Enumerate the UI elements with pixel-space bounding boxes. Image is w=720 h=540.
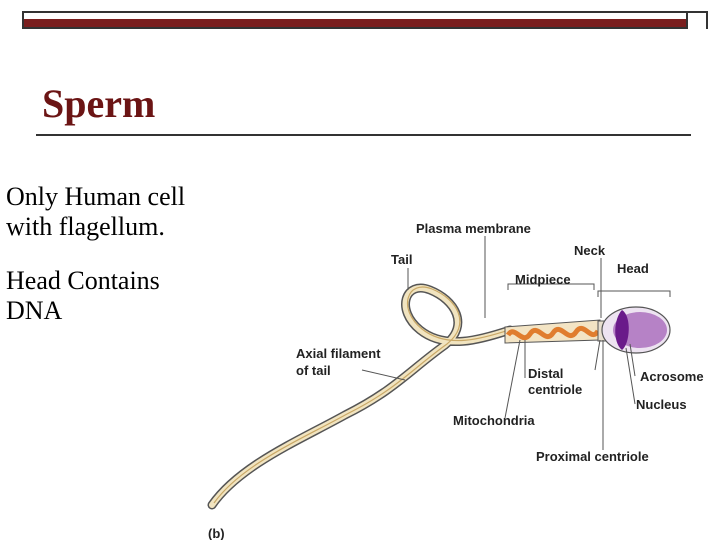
title-underline xyxy=(36,134,691,136)
leader-lines xyxy=(361,236,671,450)
slide-title: Sperm xyxy=(42,81,156,126)
panel-label: (b) xyxy=(208,526,225,540)
label-midpiece: Midpiece xyxy=(515,272,571,287)
bullet-2-line-1: Head Contains xyxy=(6,266,160,295)
label-plasma-membrane: Plasma membrane xyxy=(416,221,531,236)
sperm-tail-outline xyxy=(207,283,515,510)
nucleus xyxy=(615,310,629,350)
label-axial-filament-line-2: of tail xyxy=(296,363,331,378)
label-nucleus: Nucleus xyxy=(636,397,687,412)
top-bar-corner-box xyxy=(686,13,706,29)
axial-filament xyxy=(213,286,513,504)
top-decorative-bar xyxy=(22,11,708,29)
bullet-1-line-2: with flagellum. xyxy=(6,212,165,241)
label-distal-centriole-line-2: centriole xyxy=(528,382,582,397)
label-mitochondria: Mitochondria xyxy=(453,413,535,428)
label-axial-filament-line-1: Axial filament xyxy=(296,346,381,361)
mitochondria-spiral xyxy=(505,326,601,341)
bullet-text-1: Only Human cell with flagellum. xyxy=(6,182,206,242)
bullet-2-line-2: DNA xyxy=(6,296,63,325)
sperm-diagram: Plasma membrane Neck Tail Head Midpiece … xyxy=(207,221,704,540)
bullet-text-2: Head Contains DNA xyxy=(6,266,206,326)
label-tail: Tail xyxy=(391,252,412,267)
label-proximal-centriole: Proximal centriole xyxy=(536,449,649,464)
sperm-tail xyxy=(209,285,513,508)
label-head: Head xyxy=(617,261,649,276)
bullet-1-line-1: Only Human cell xyxy=(6,182,186,211)
top-bar-accent xyxy=(24,19,706,27)
label-neck: Neck xyxy=(574,243,606,258)
label-distal-centriole-line-1: Distal xyxy=(528,366,563,381)
label-acrosome: Acrosome xyxy=(640,369,704,384)
